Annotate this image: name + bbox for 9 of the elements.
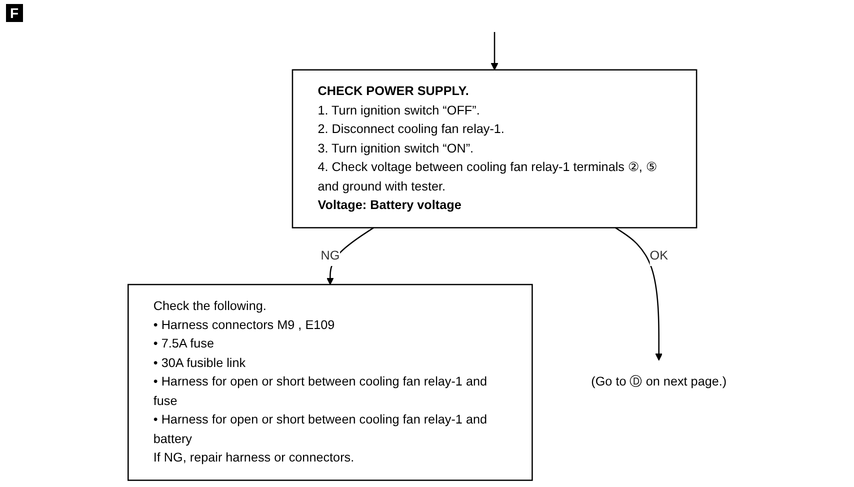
section-marker: F — [6, 4, 23, 22]
arrow — [326, 227, 374, 285]
arrow — [615, 227, 663, 361]
arrow — [490, 32, 498, 70]
node-box: CHECK POWER SUPPLY. 1. Turn ignition switch “OFF”. 2. Disconnect cooling fan relay-1. 3. Turn ignition switch “ON”. 4. Check voltage between cooling fan relay-1 terminals ②, ⑤ and ground with tester. Voltage: Battery voltage — [292, 69, 698, 228]
edge-label: NG — [320, 248, 340, 263]
edge-label: OK — [650, 248, 668, 263]
node-text: (Go to Ⓓ on next page.) — [591, 374, 727, 389]
node-box: Check the following. • Harness connectors M9 , E109 • 7.5A fuse • 30A fusible link • Harness for open or short between cooling fan relay-1 and fuse • Harness for open or short between cooling fan relay-1 and battery If NG, repair harness or connectors. — [128, 284, 533, 481]
